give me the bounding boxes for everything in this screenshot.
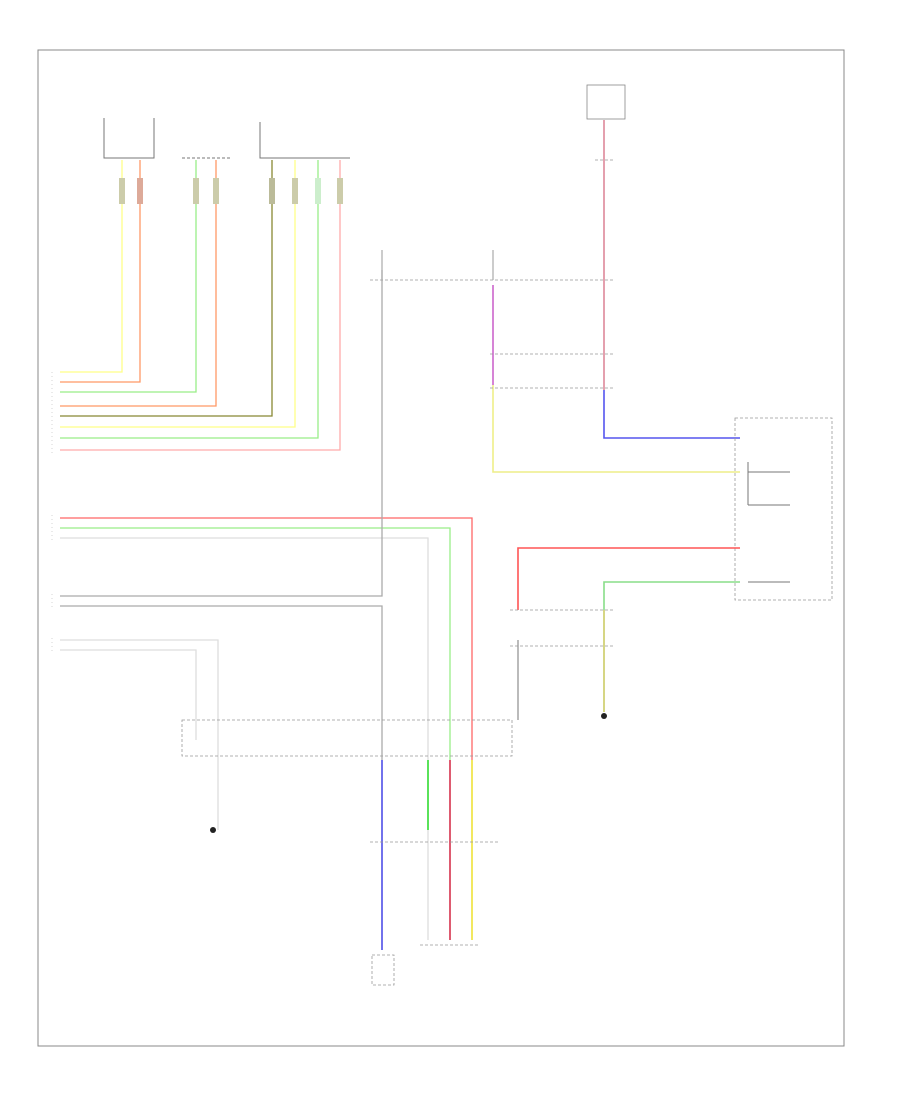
harness-connector-stubs [119,178,343,204]
lower-colored-segments [381,760,473,950]
component-a [103,118,155,159]
connector-block-center [181,719,513,843]
right-connectors [490,353,615,389]
diagram-frame [37,49,845,1047]
component-g [734,417,833,601]
right-vertical-wires [492,120,740,473]
component-f [586,84,626,161]
top-center-connectors [370,250,615,281]
component-d [371,954,395,986]
right-lower-wires [510,547,740,720]
ground-left [210,827,216,833]
harness-wires [60,160,341,451]
component-c [259,122,350,159]
ground-right [601,713,607,719]
